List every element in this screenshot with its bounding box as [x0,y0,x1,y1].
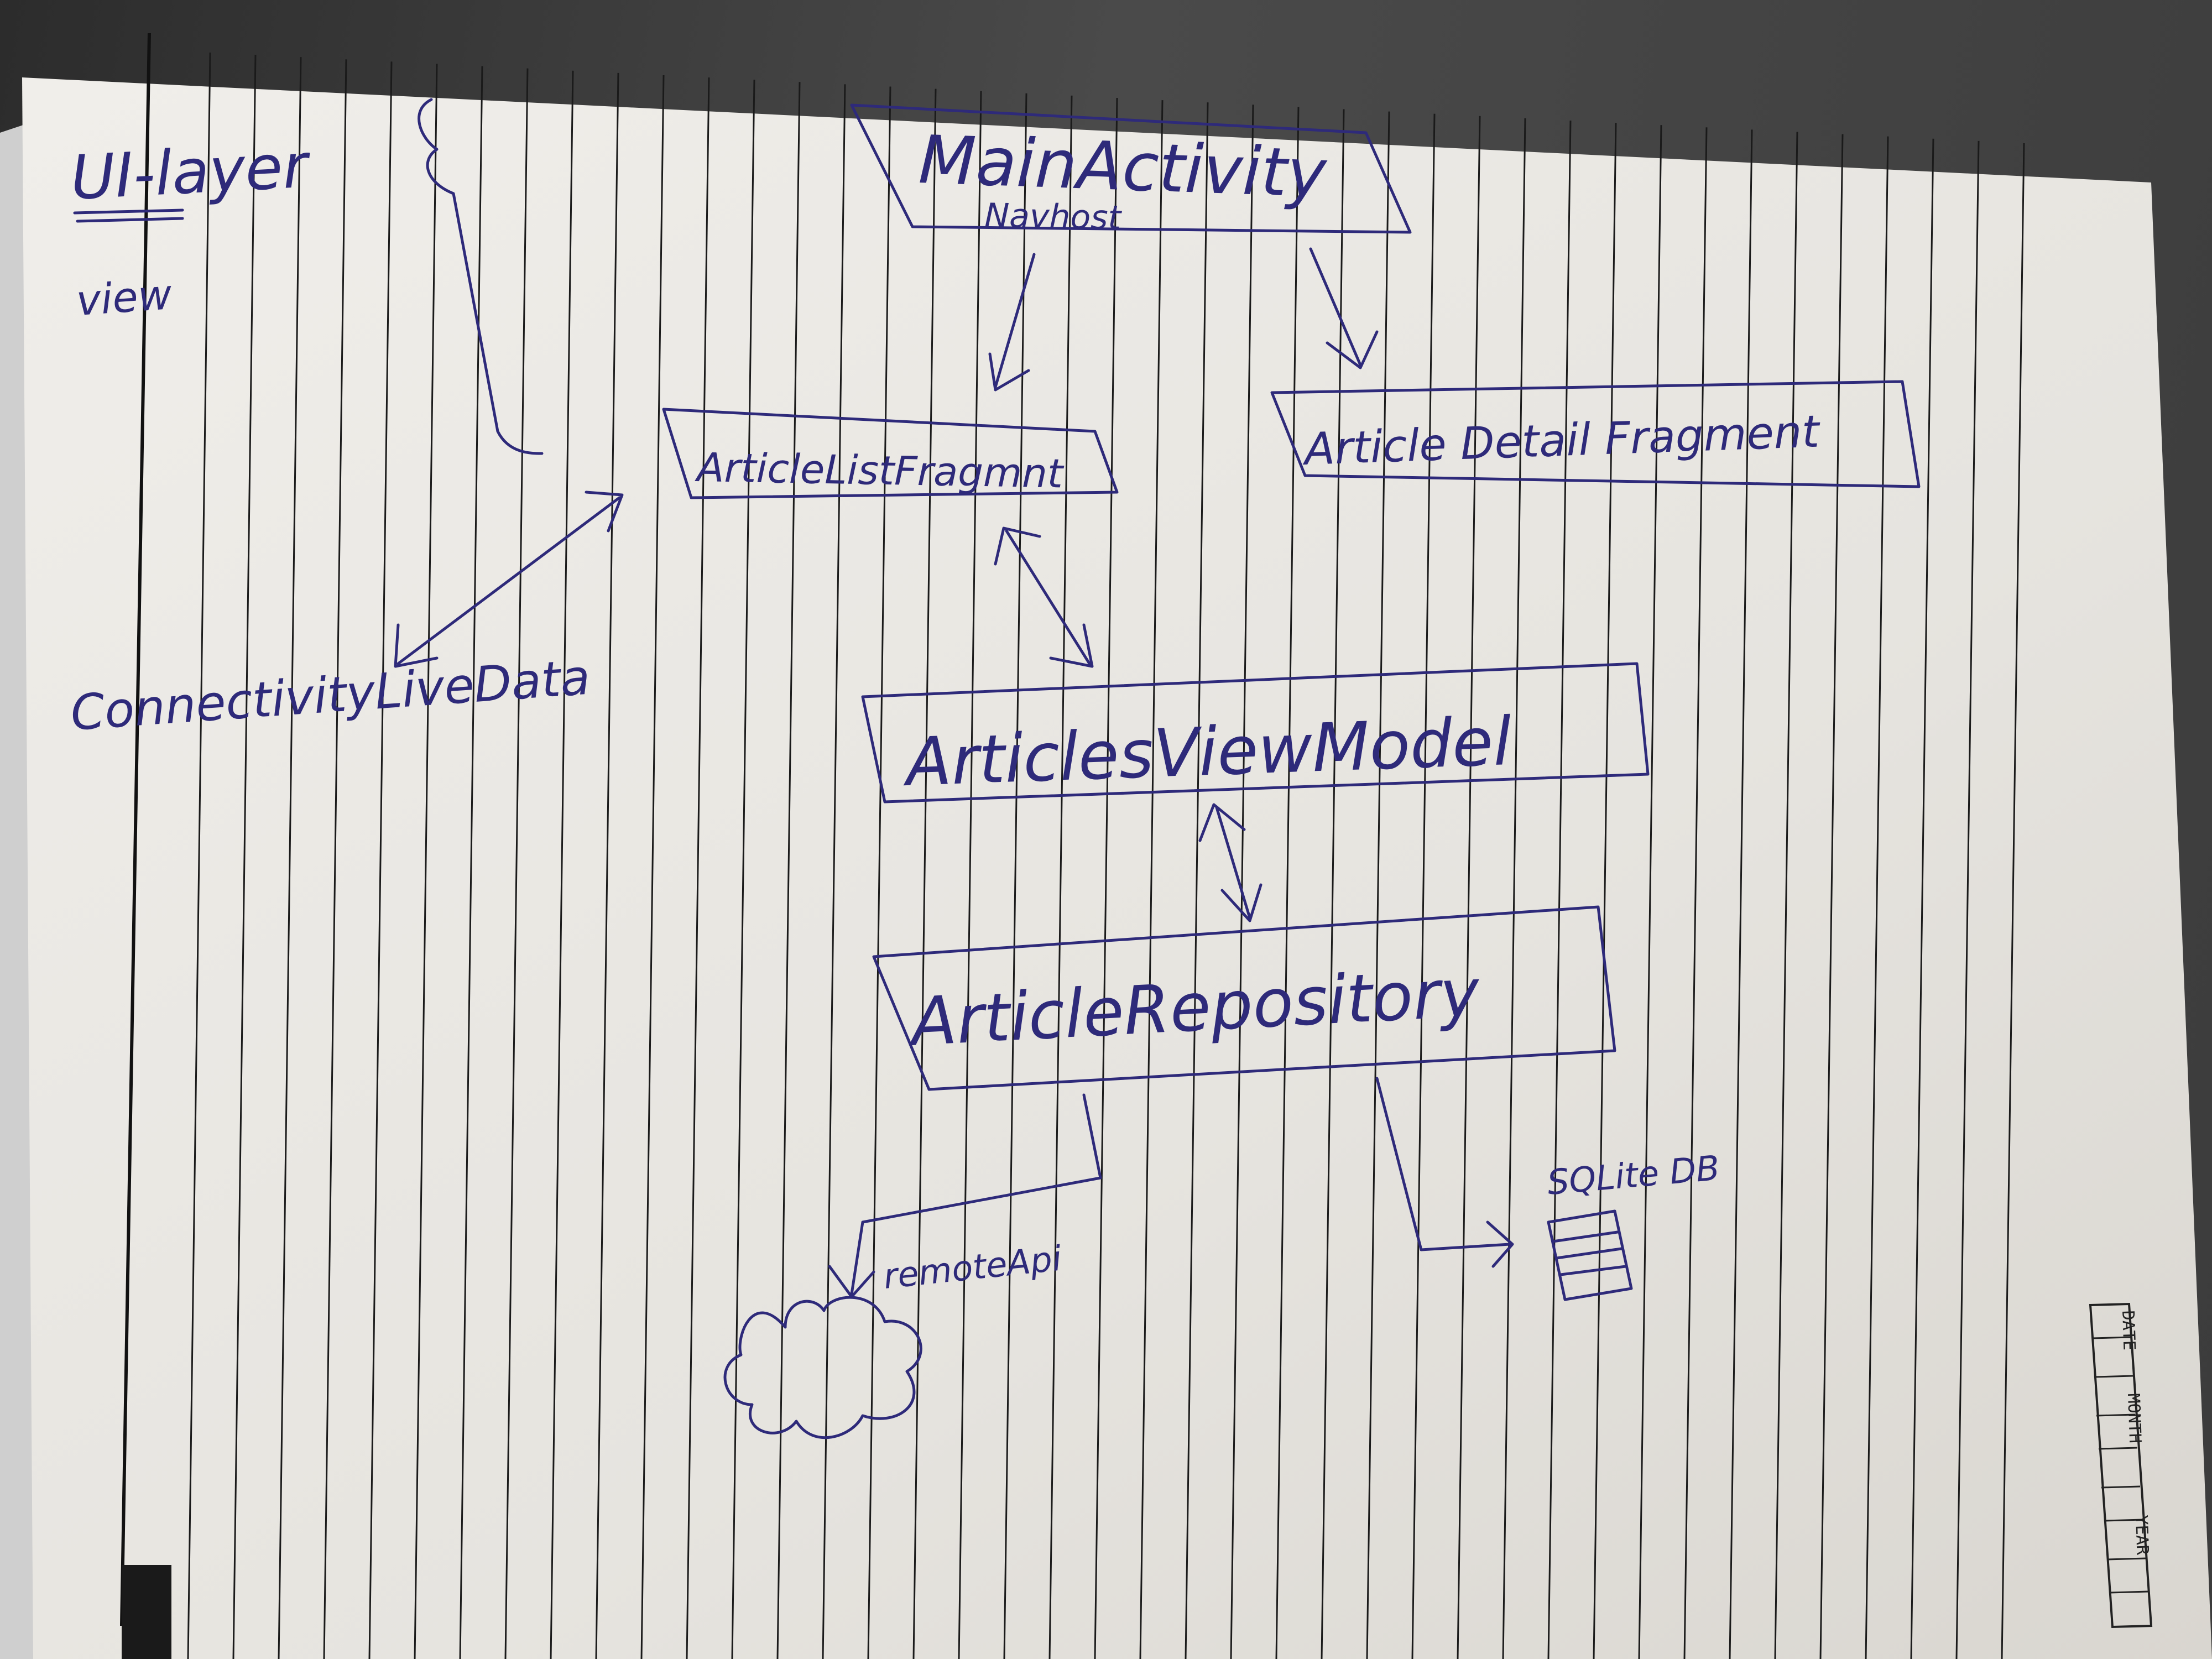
ruled-line [912,88,937,1659]
ruled-line [2001,143,2025,1659]
articles-view-model-box [861,662,1650,804]
ruled-line [1185,102,1209,1659]
paper-sheet [22,77,2212,1659]
ruled-line [504,68,529,1659]
date-label: DATE [2118,1310,2139,1350]
ruled-line [686,77,710,1659]
ui-layer-brace [418,98,544,455]
brand-logo [122,1565,171,1659]
ruled-line [1910,138,1934,1659]
ruled-line [595,72,619,1659]
year-label: YEAR [2131,1515,2152,1556]
ruled-line [1411,113,1436,1659]
view-label: view [75,270,174,325]
ruled-line [323,59,347,1659]
ruled-line [1321,109,1345,1659]
ruled-line [1457,116,1481,1659]
article-repository-box [872,905,1616,1091]
ruled-line [1275,107,1300,1659]
ruled-line [776,82,801,1659]
page-stack-edge [0,122,33,1659]
article-list-fragment-box [662,408,1119,499]
arrow-repository-sqlite [1375,1077,1514,1268]
ui-layer-underline [73,208,184,223]
article-detail-fragment-box [1270,380,1921,488]
ruled-line [414,64,438,1659]
ruled-line [822,84,846,1659]
ruled-line [1819,134,1844,1659]
ruled-line [278,57,302,1659]
ruled-line [1048,95,1073,1659]
navhost-label: Navhost [984,196,1123,237]
arrow-list-viewmodel [994,526,1094,668]
article-list-fragment-label: ArticleListFragmnt [695,444,1065,497]
ruled-line [1638,125,1662,1659]
arrow-connectivity-list [394,491,624,668]
ruled-line [1139,100,1164,1659]
ruled-line [1366,111,1390,1659]
arrow-main-to-list [988,253,1036,392]
ruled-line [1502,118,1526,1659]
month-label: MONTH [2124,1393,2145,1443]
arrow-main-to-detail [1309,247,1379,369]
ruled-line [368,61,393,1659]
date-box-grid [2089,1302,2153,1629]
ruled-line [1003,93,1027,1659]
ruled-line [867,86,891,1659]
ruled-line [1593,123,1617,1659]
ruled-line [1955,140,1980,1659]
ruled-line [1774,132,1798,1659]
ruled-line [550,70,574,1659]
ui-layer-label: UI-layer [69,130,312,213]
ruled-line [1230,105,1254,1659]
ruled-lines [187,52,2025,1659]
ruled-line [187,52,211,1659]
arrow-viewmodel-repository [1198,803,1262,922]
ruled-line [1683,127,1708,1659]
database-icon [1547,1209,1633,1301]
ruled-line [1547,120,1572,1659]
ruled-line [232,55,257,1659]
margin-line [120,33,151,1626]
ruled-line [1094,97,1118,1659]
ruled-line [958,91,982,1659]
main-activity-label: MainActivity [917,122,1329,213]
main-activity-box [850,103,1412,234]
ruled-line [1865,136,1889,1659]
cloud-icon [723,1296,922,1439]
ruled-line [731,80,755,1659]
ruled-line [640,75,665,1659]
